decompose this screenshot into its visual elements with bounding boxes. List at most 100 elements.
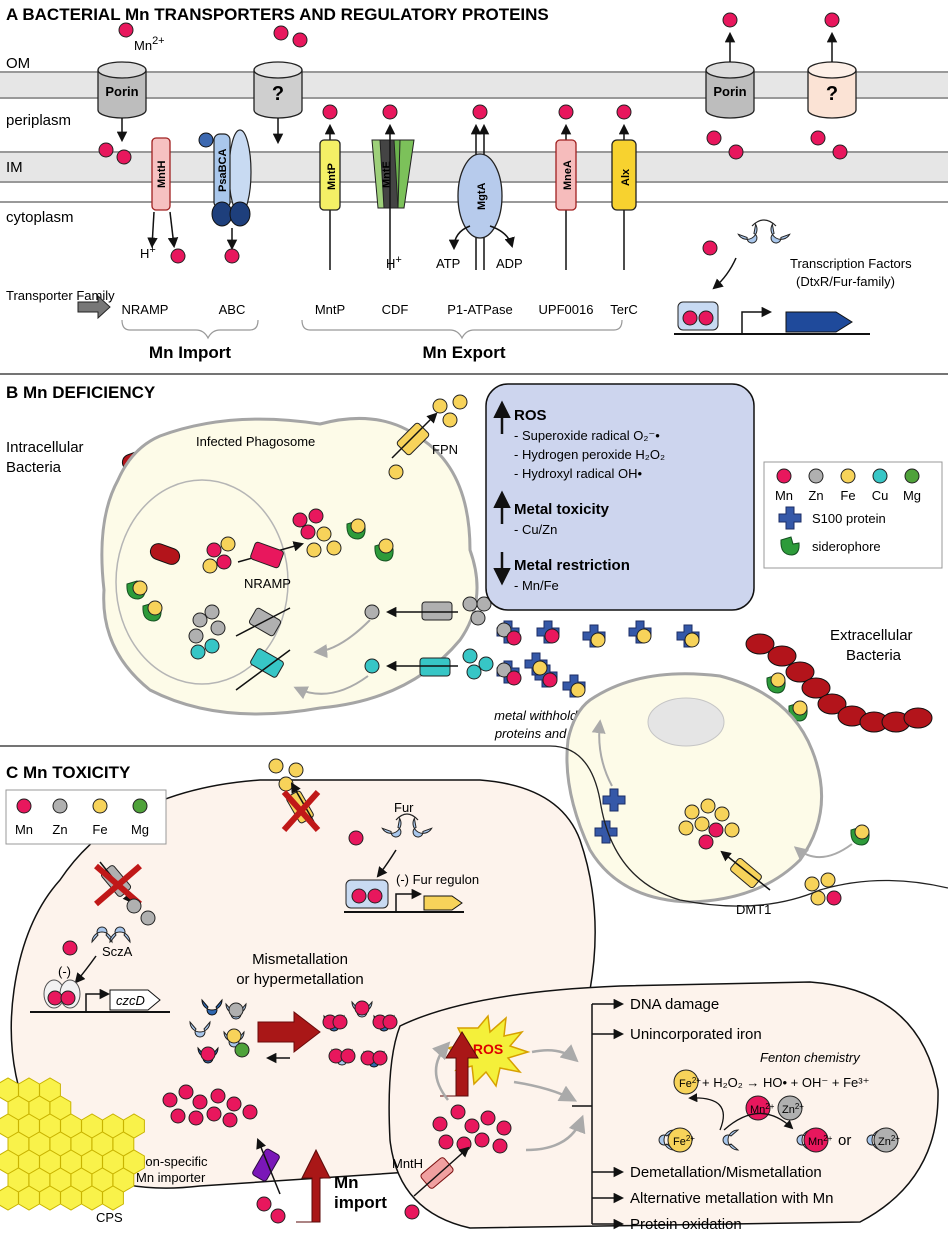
- svg-text:siderophore: siderophore: [812, 539, 881, 554]
- svg-text:Fenton chemistry: Fenton chemistry: [760, 1050, 861, 1065]
- svg-text:Non-specific: Non-specific: [136, 1154, 208, 1169]
- svg-text:MgtA: MgtA: [476, 182, 488, 210]
- family-label-p1-atpase: P1-ATPase: [447, 302, 513, 317]
- svg-text:Extracellular: Extracellular: [830, 627, 913, 644]
- svg-text:Mg: Mg: [903, 488, 921, 503]
- svg-text:MntH: MntH: [156, 160, 168, 188]
- svg-text:Mn: Mn: [15, 822, 33, 837]
- om-label: OM: [6, 55, 30, 72]
- psabca-transporter: PsaBCA: [198, 129, 252, 251]
- svg-text:Transcription Factors: Transcription Factors: [790, 256, 912, 271]
- outcome-unincorporated-iron: Unincorporated iron: [630, 1026, 762, 1043]
- family-label-abc: ABC: [219, 302, 246, 317]
- svg-text:ROS: ROS: [473, 1041, 503, 1057]
- svg-text:Fe2+: Fe2+: [673, 1134, 695, 1148]
- svg-text:or hypermetallation: or hypermetallation: [236, 971, 364, 988]
- svg-text:CPS: CPS: [96, 1210, 123, 1225]
- svg-text:- Hydroxyl radical OH•: - Hydroxyl radical OH•: [514, 466, 643, 481]
- svg-text:czcD: czcD: [116, 993, 145, 1008]
- svg-text:Fe: Fe: [92, 822, 107, 837]
- svg-text:- Mn/Fe: - Mn/Fe: [514, 578, 559, 593]
- family-label-terc: TerC: [610, 302, 637, 317]
- svg-text:?: ?: [826, 83, 838, 105]
- svg-text:(-) Fur regulon: (-) Fur regulon: [396, 872, 479, 887]
- svg-text:Fe2+: Fe2+: [679, 1076, 701, 1090]
- svg-text:(-): (-): [58, 964, 71, 979]
- hplus-mid: H+: [386, 254, 402, 271]
- porin-right: Porin: [705, 61, 755, 119]
- cu-host-transporter: [385, 657, 458, 677]
- svg-text:Mn: Mn: [334, 1173, 359, 1192]
- outcome-dna-damage: DNA damage: [630, 996, 719, 1013]
- svg-text:MntP: MntP: [326, 163, 338, 190]
- svg-text:Metal toxicity: Metal toxicity: [514, 501, 610, 518]
- mntp-transporter: MntP: [319, 123, 341, 270]
- svg-text:S100 protein: S100 protein: [812, 511, 886, 526]
- svg-text:ROS: ROS: [514, 407, 547, 424]
- blocked-fe-transporter: [268, 758, 321, 833]
- svg-text:Mn: Mn: [775, 488, 793, 503]
- panel-a-title: A BACTERIAL Mn TRANSPORTERS AND REGULATO…: [6, 5, 549, 24]
- svg-text:Zn: Zn: [808, 488, 823, 503]
- svg-text:import: import: [334, 1193, 387, 1212]
- nucleus: [647, 697, 725, 747]
- ros-box: ROS - Superoxide radical O₂⁻• - Hydrogen…: [485, 383, 755, 611]
- svg-text:Zn: Zn: [52, 822, 67, 837]
- cytoplasm-label: cytoplasm: [6, 209, 74, 226]
- zn-transporter: [235, 607, 291, 637]
- svg-text:- Cu/Zn: - Cu/Zn: [514, 522, 557, 537]
- mnth-importer-c: [413, 1146, 470, 1197]
- svg-text:or: or: [838, 1132, 851, 1149]
- nramp-transporter: NRAMP: [237, 541, 305, 591]
- nonspecific-mn-importer: [252, 1138, 281, 1195]
- mn-export-label: Mn Export: [422, 343, 505, 362]
- mnte-transporter: MntE: [371, 123, 415, 270]
- unknown-left-label: ?: [272, 83, 284, 105]
- svg-text:Bacteria: Bacteria: [846, 647, 902, 664]
- unknown-transporter-right: ?: [807, 61, 857, 119]
- svg-text:NRAMP: NRAMP: [244, 576, 291, 591]
- mn-ion-label: Mn2+: [134, 35, 165, 53]
- family-label-nramp: NRAMP: [122, 302, 169, 317]
- svg-text:- Hydrogen peroxide H₂O₂: - Hydrogen peroxide H₂O₂: [514, 447, 665, 462]
- alx-transporter: Alx: [611, 123, 637, 270]
- unknown-transporter-left: ?: [253, 61, 303, 119]
- porin-left-label: Porin: [105, 84, 138, 99]
- outer-membrane: [0, 72, 948, 98]
- transcription-factor-diagram: Transcription Factors (DtxR/Fur-family): [674, 219, 912, 335]
- capsule-polysaccharide: [0, 1077, 145, 1211]
- svg-text:Zn2+: Zn2+: [878, 1134, 900, 1148]
- cps-hexagon: [102, 1185, 124, 1211]
- host-cell: [565, 672, 824, 904]
- svg-text:Intracellular: Intracellular: [6, 439, 84, 456]
- legend-b: Mn Zn Fe Cu Mg S100 protein siderophore: [763, 461, 943, 569]
- family-label-mntp: MntP: [315, 302, 345, 317]
- outcome-protein-oxidation: Protein oxidation: [630, 1216, 742, 1233]
- svg-text:SczA: SczA: [102, 944, 133, 959]
- svg-text:- Superoxide radical O₂⁻•: - Superoxide radical O₂⁻•: [514, 428, 660, 443]
- mn-import-arrow: [296, 1148, 331, 1223]
- svg-text:Bacteria: Bacteria: [6, 459, 62, 476]
- svg-text:Metal restriction: Metal restriction: [514, 557, 630, 574]
- svg-text:Fe: Fe: [840, 488, 855, 503]
- svg-text:Cu: Cu: [872, 488, 889, 503]
- atp-label: ATP: [436, 256, 460, 271]
- cu-transporter: [235, 648, 291, 691]
- family-label-cdf: CDF: [382, 302, 409, 317]
- adp-label: ADP: [496, 256, 523, 271]
- porin-left: Porin: [97, 61, 147, 119]
- svg-text:Porin: Porin: [713, 84, 746, 99]
- svg-text:Mn importer: Mn importer: [136, 1170, 206, 1185]
- outcome-alternative-metallation: Alternative metallation with Mn: [630, 1190, 833, 1207]
- outcome-demetallation: Demetallation/Mismetallation: [630, 1164, 822, 1181]
- mgta-transporter: MgtA: [448, 123, 515, 270]
- transporter-family-label-1: Transporter Family: [6, 288, 115, 303]
- zn-host-transporter: [385, 601, 458, 621]
- ros-damage-cell: [388, 981, 939, 1229]
- svg-text:Zn2+: Zn2+: [782, 1102, 804, 1116]
- fpn-transporter: FPN: [391, 412, 458, 459]
- extracellular-bacteria-chain: [745, 633, 933, 733]
- mnth-transporter: MntH: [147, 137, 179, 249]
